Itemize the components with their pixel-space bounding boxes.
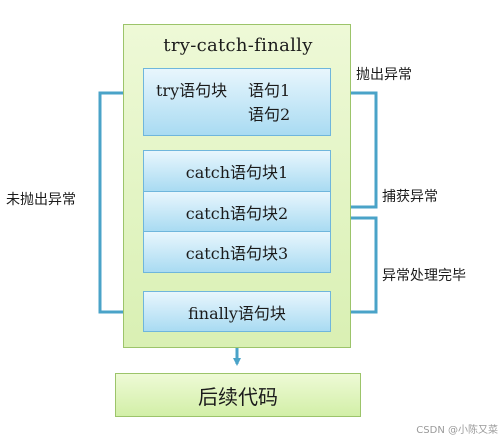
catch-block-1: catch语句块1 bbox=[143, 150, 331, 192]
after-code-box: 后续代码 bbox=[115, 373, 361, 417]
finally-block-label: finally语句块 bbox=[188, 303, 286, 323]
try-statement-1: 语句1 bbox=[248, 81, 291, 100]
catch-block-1-label: catch语句块1 bbox=[185, 163, 289, 182]
catch-block-2-label: catch语句块2 bbox=[185, 203, 289, 223]
try-block: try语句块 语句1 语句2 bbox=[143, 68, 331, 136]
diagram-title: try-catch-finally bbox=[163, 35, 313, 56]
catch-block-3-label: catch语句块3 bbox=[185, 244, 289, 263]
no-exception-label: 未抛出异常 bbox=[6, 192, 76, 208]
try-block-label: try语句块 bbox=[156, 81, 228, 100]
catch-exception-label: 捕获异常 bbox=[382, 189, 438, 205]
try-statement-2: 语句2 bbox=[248, 105, 291, 124]
exception-handled-label: 异常处理完毕 bbox=[382, 268, 466, 284]
watermark: CSDN @小陈又菜 bbox=[416, 425, 498, 436]
exception-handled-arrow bbox=[332, 216, 378, 316]
finally-block: finally语句块 bbox=[143, 291, 331, 332]
throw-exception-label: 抛出异常 bbox=[356, 67, 412, 83]
catch-block-2: catch语句块2 bbox=[143, 191, 331, 232]
after-code-label: 后续代码 bbox=[198, 384, 278, 409]
catch-block-3: catch语句块3 bbox=[143, 231, 331, 273]
